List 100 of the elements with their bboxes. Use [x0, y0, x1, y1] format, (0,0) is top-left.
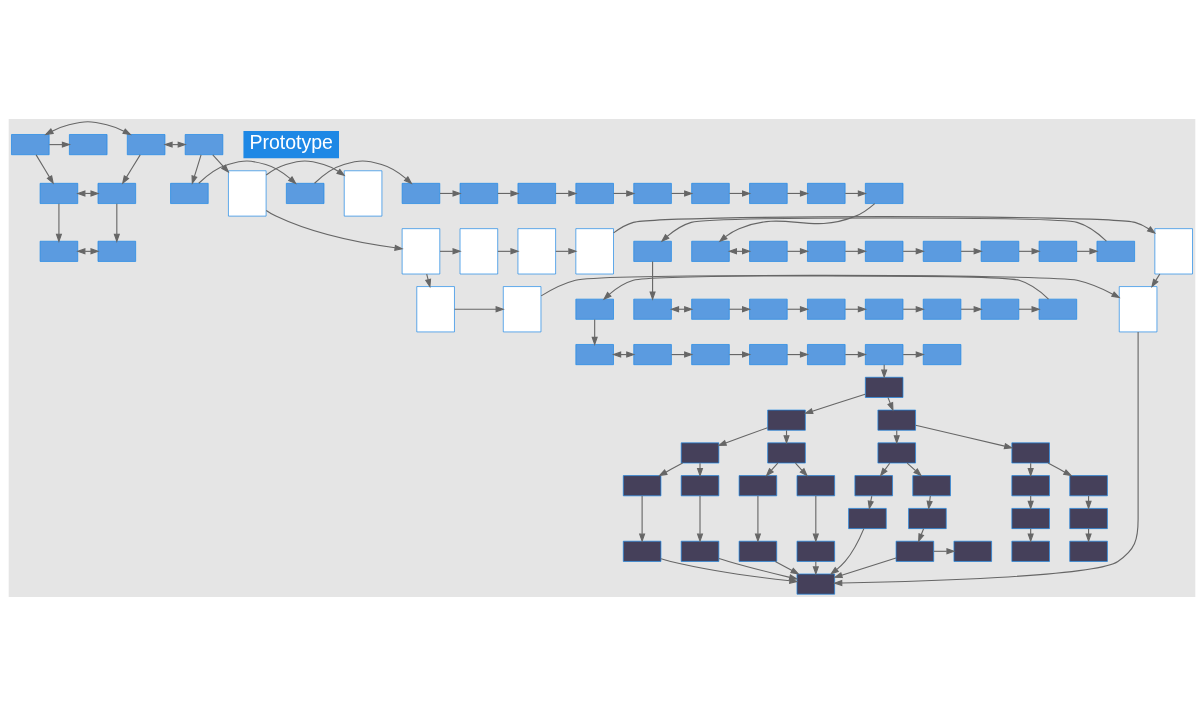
node-box [1069, 540, 1108, 562]
node-box [865, 240, 904, 262]
node-box [1154, 228, 1193, 275]
arrow [915, 424, 1014, 450]
arrow [696, 495, 704, 543]
node-box [980, 298, 1020, 320]
arrow [786, 306, 810, 313]
node-box [575, 183, 614, 204]
node-box [848, 508, 887, 529]
arrow [658, 462, 684, 477]
node-box [796, 540, 835, 562]
node-box [980, 240, 1020, 262]
arrow [613, 216, 1157, 234]
node-box [912, 475, 951, 497]
arrow [786, 351, 810, 358]
arrow [649, 261, 656, 301]
node-box [738, 475, 778, 497]
arrow [902, 248, 925, 255]
node-box [749, 298, 788, 320]
node-box [39, 240, 79, 262]
node-box [680, 442, 720, 464]
node-box [575, 298, 614, 320]
node-box [184, 134, 224, 156]
node-box [877, 442, 916, 464]
arrow [314, 160, 413, 185]
arrow [844, 306, 868, 313]
node-box [170, 183, 209, 204]
node-box [767, 442, 806, 464]
node-box [633, 240, 672, 262]
arrow [774, 560, 800, 575]
arrow [918, 528, 925, 543]
node-box [865, 376, 904, 398]
node-box [633, 298, 672, 320]
arrow [844, 190, 868, 197]
arrow [113, 203, 121, 243]
node-box [343, 170, 383, 217]
node-box [416, 286, 455, 333]
arrow [121, 154, 141, 185]
arrow [902, 351, 925, 358]
node-box [749, 183, 788, 204]
arrow [902, 306, 925, 313]
node-box [749, 240, 788, 262]
node-box [575, 344, 614, 366]
node-box [854, 475, 893, 497]
arrow [638, 495, 646, 543]
node-box [69, 134, 108, 156]
arrow [833, 557, 897, 579]
node-box [97, 240, 136, 262]
node-box [1011, 508, 1050, 529]
arrow [812, 495, 820, 543]
arrow [786, 248, 810, 255]
node-box [459, 228, 499, 275]
arrow [765, 462, 779, 477]
arrow [191, 154, 202, 185]
node-box [807, 183, 846, 204]
node-box [807, 344, 846, 366]
node-box [401, 183, 441, 204]
node-box [922, 298, 962, 320]
arrow [803, 393, 866, 415]
arrow [718, 557, 799, 581]
node-box [922, 344, 962, 366]
node-box [575, 228, 614, 275]
arrow [717, 427, 769, 446]
arrow [833, 331, 1139, 587]
node-box [691, 298, 730, 320]
node-box [97, 183, 136, 204]
node-box [1069, 475, 1108, 497]
node-box [517, 183, 556, 204]
arrow [696, 462, 704, 478]
arrow [794, 462, 809, 477]
arrow [906, 462, 923, 477]
arrow [728, 306, 752, 313]
node-box [401, 228, 441, 275]
node-box [796, 475, 835, 497]
node-box [39, 183, 79, 204]
arrow [786, 190, 810, 197]
node-box [633, 183, 672, 204]
arrow [212, 154, 230, 174]
node-box [1096, 240, 1135, 262]
node-box [622, 540, 662, 562]
node-box [865, 344, 904, 366]
arrow [35, 154, 55, 185]
node-box [877, 409, 916, 431]
arrow [728, 190, 752, 197]
arrow [454, 306, 505, 313]
arrow [960, 248, 983, 255]
node-box [767, 409, 806, 431]
node-box [228, 170, 267, 217]
node-box [502, 286, 542, 333]
arrow [844, 351, 868, 358]
node-box [680, 540, 720, 562]
arrow [198, 160, 297, 185]
node-box [517, 228, 556, 275]
node-box [1038, 240, 1078, 262]
arrow [55, 203, 63, 243]
node-box [922, 240, 962, 262]
node-box [691, 240, 730, 262]
node-box [1069, 508, 1108, 529]
arrow [602, 275, 1050, 301]
arrow [44, 121, 132, 136]
